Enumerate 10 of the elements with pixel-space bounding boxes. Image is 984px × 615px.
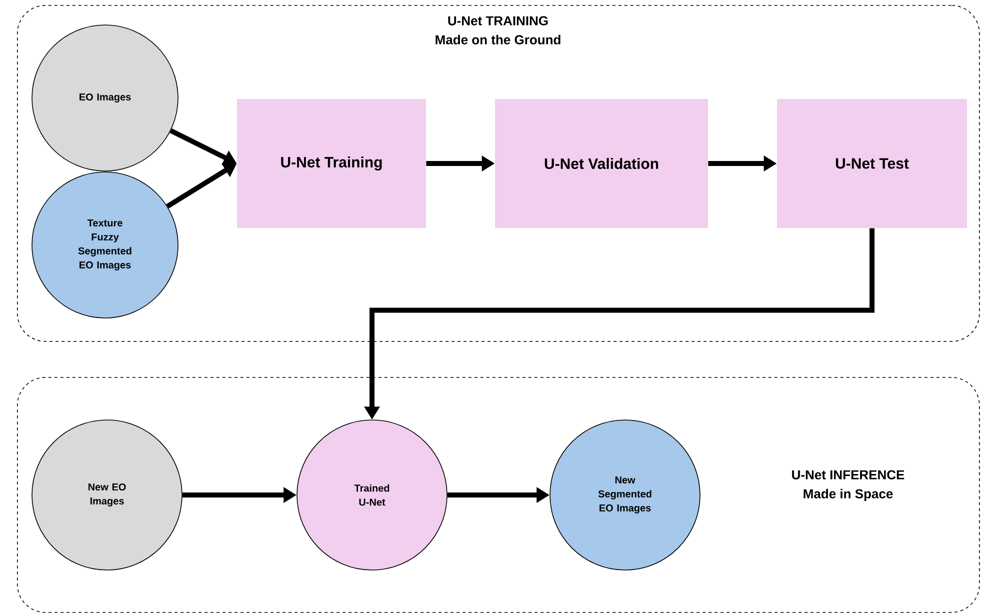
group-title: U-Net TRAINING Made on the Ground <box>436 16 560 44</box>
circle-node: EO Images <box>32 24 178 172</box>
process-box: U-Net Training <box>237 99 426 228</box>
process-box: U-Net Validation <box>495 99 708 228</box>
circle-node: Texture Fuzzy Segmented EO Images <box>32 172 178 318</box>
process-box: U-Net Test <box>777 99 968 228</box>
circle-node: Trained U-Net <box>296 420 448 570</box>
circle-node: New EO Images <box>32 420 182 570</box>
circle-node: New Segmented EO Images <box>550 420 700 570</box>
group-title: U-Net INFERENCE Made in Space <box>792 470 904 501</box>
